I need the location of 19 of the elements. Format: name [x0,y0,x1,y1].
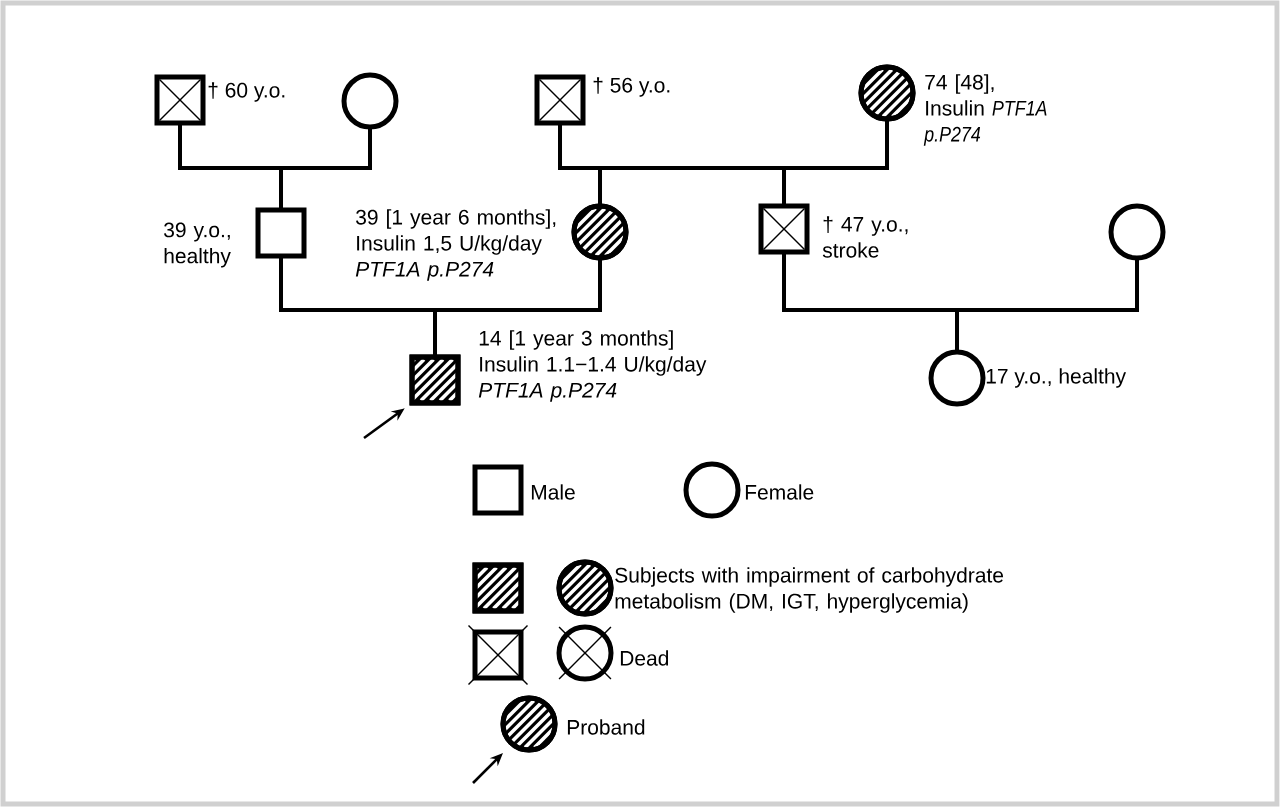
circle-symbol [1108,203,1166,261]
descent-line [955,258,1139,352]
annotation-text: 14 [1 year 3 months] Insulin 1.1−1.4 U/kg/day PTF1A p.P274 [478,330,707,402]
legend-text: Male [531,484,575,500]
legend-text: Dead [620,650,669,666]
legend-text: Proband [567,719,645,735]
annotation-text: 39 y.o., healthy [164,222,231,268]
annotation-text: † 56 y.o. [593,77,670,97]
descent-line [782,119,889,206]
annotation-text: 17 y.o., healthy [986,368,1126,388]
annotation-text: † 47 y.o., stroke [822,216,908,258]
legend-text: Female [745,484,814,500]
descent-line [279,127,372,210]
annotation-text: 39 [1 year 6 months], Insulin 1,5 U/kg/day PTF1A p.P274 [355,209,556,281]
legend-text: Subjects with impairment of carbohydrate metabolism (DM, IGT, hyperglycemia) [615,567,1004,613]
annotation-text: 74 [48], Insulin PTF1A p.P274 [923,74,1047,146]
circle-symbol [341,72,399,130]
annotation-text: † 60 y.o. [208,82,285,102]
descent-line [433,258,602,357]
